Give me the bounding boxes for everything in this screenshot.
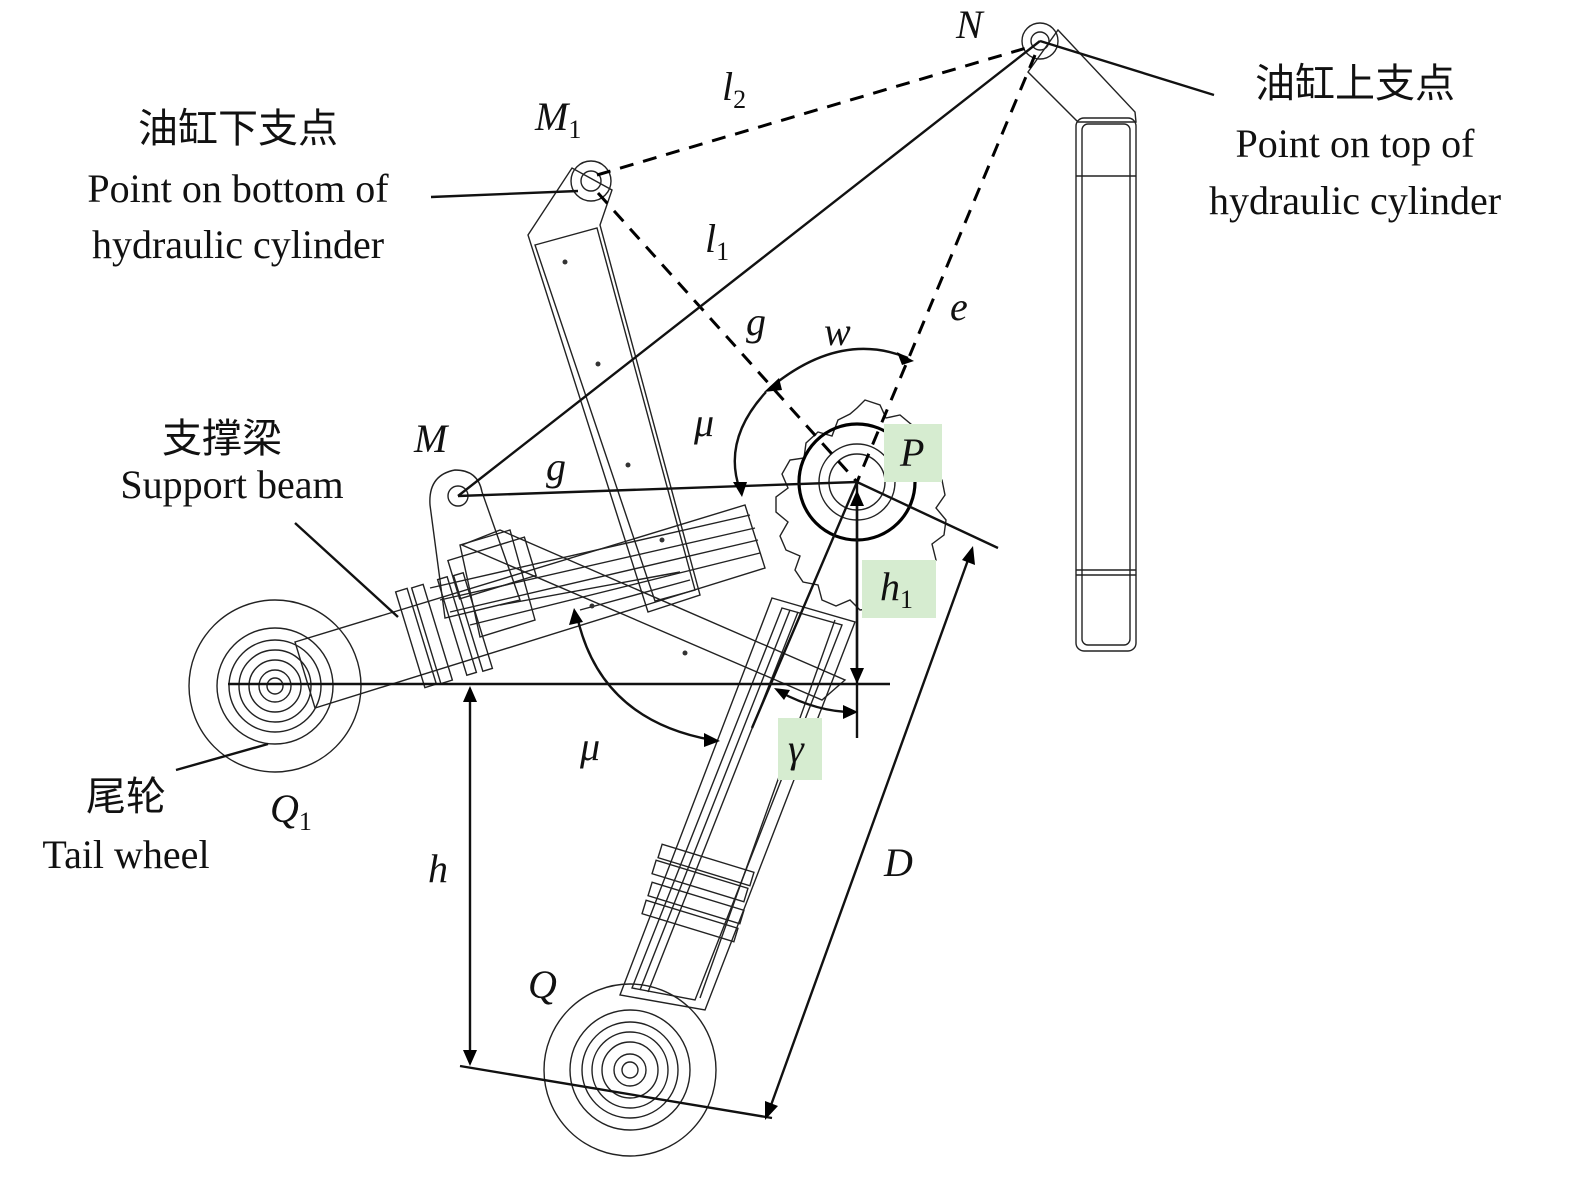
bottom-point-label-en-1: Point on bottom of xyxy=(87,166,389,211)
right-cylinder-arm xyxy=(1027,28,1137,652)
dimension-h1 xyxy=(850,490,864,684)
highlight-gamma xyxy=(778,718,822,780)
label-Q: Q xyxy=(528,962,557,1007)
m-to-n-line xyxy=(457,40,1041,497)
label-w: w xyxy=(824,309,851,354)
tail-wheel-label-zh: 尾轮 xyxy=(86,774,166,820)
m-to-p-line xyxy=(457,480,858,498)
tail-wheel-label-en: Tail wheel xyxy=(42,832,209,877)
top-point-label-zh: 油缸上支点 xyxy=(1255,61,1455,107)
label-h: h xyxy=(428,846,448,891)
angle-w-arc xyxy=(764,347,914,392)
highlight-h1 xyxy=(862,560,936,618)
label-l1: l1 xyxy=(705,216,729,266)
tail-wheel-leader xyxy=(175,742,269,772)
label-mu-lower: μ xyxy=(579,724,600,769)
n-pivot-inner xyxy=(1030,31,1050,51)
angle-mu-lower-arc xyxy=(569,608,720,747)
support-beam-leader xyxy=(294,522,399,618)
support-beam-label-zh: 支撑梁 xyxy=(162,416,282,462)
m1-pivot-inner xyxy=(580,170,602,192)
l2-dashed-line xyxy=(596,44,1034,177)
m-bracket xyxy=(429,469,521,619)
top-point-label-en-1: Point on top of xyxy=(1236,121,1476,166)
top-point-label-en-2: hydraulic cylinder xyxy=(1209,178,1501,223)
label-mu-upper: μ xyxy=(693,400,714,445)
label-e: e xyxy=(950,284,968,329)
label-M1: M1 xyxy=(534,94,581,144)
bottom-wheel xyxy=(543,983,717,1157)
label-gamma: γ xyxy=(788,726,805,771)
label-D: D xyxy=(883,840,913,885)
label-h1: h1 xyxy=(880,564,913,614)
angle-mu-upper-arc xyxy=(733,391,767,497)
label-Q1: Q1 xyxy=(270,786,312,836)
bottom-point-label-zh: 油缸下支点 xyxy=(138,106,338,152)
label-l2: l2 xyxy=(722,64,746,114)
angle-gamma-arc xyxy=(774,688,858,719)
label-P: P xyxy=(899,430,924,475)
label-g-lower: g xyxy=(546,444,566,489)
e-dashed-line xyxy=(855,54,1037,483)
tail-wheel xyxy=(188,599,362,773)
label-M: M xyxy=(413,416,450,461)
label-N: N xyxy=(955,2,985,47)
support-beam xyxy=(294,504,847,709)
p-ray-line xyxy=(856,480,999,550)
bottom-point-leader xyxy=(430,189,579,199)
p-to-q-line xyxy=(750,481,859,729)
n-pivot-outer xyxy=(1021,22,1059,60)
support-beam-label-en: Support beam xyxy=(120,462,343,507)
dimension-h xyxy=(463,686,477,1066)
bottom-point-label-en-2: hydraulic cylinder xyxy=(92,222,384,267)
highlight-P xyxy=(884,424,942,482)
top-point-leader xyxy=(1039,39,1215,97)
dimension-D xyxy=(765,546,975,1120)
lower-leg xyxy=(619,597,856,1011)
q-base-line xyxy=(459,1064,773,1120)
l1-dashed-line xyxy=(596,191,859,484)
label-g-upper: g xyxy=(746,299,766,344)
m1-pivot-outer xyxy=(570,160,612,202)
